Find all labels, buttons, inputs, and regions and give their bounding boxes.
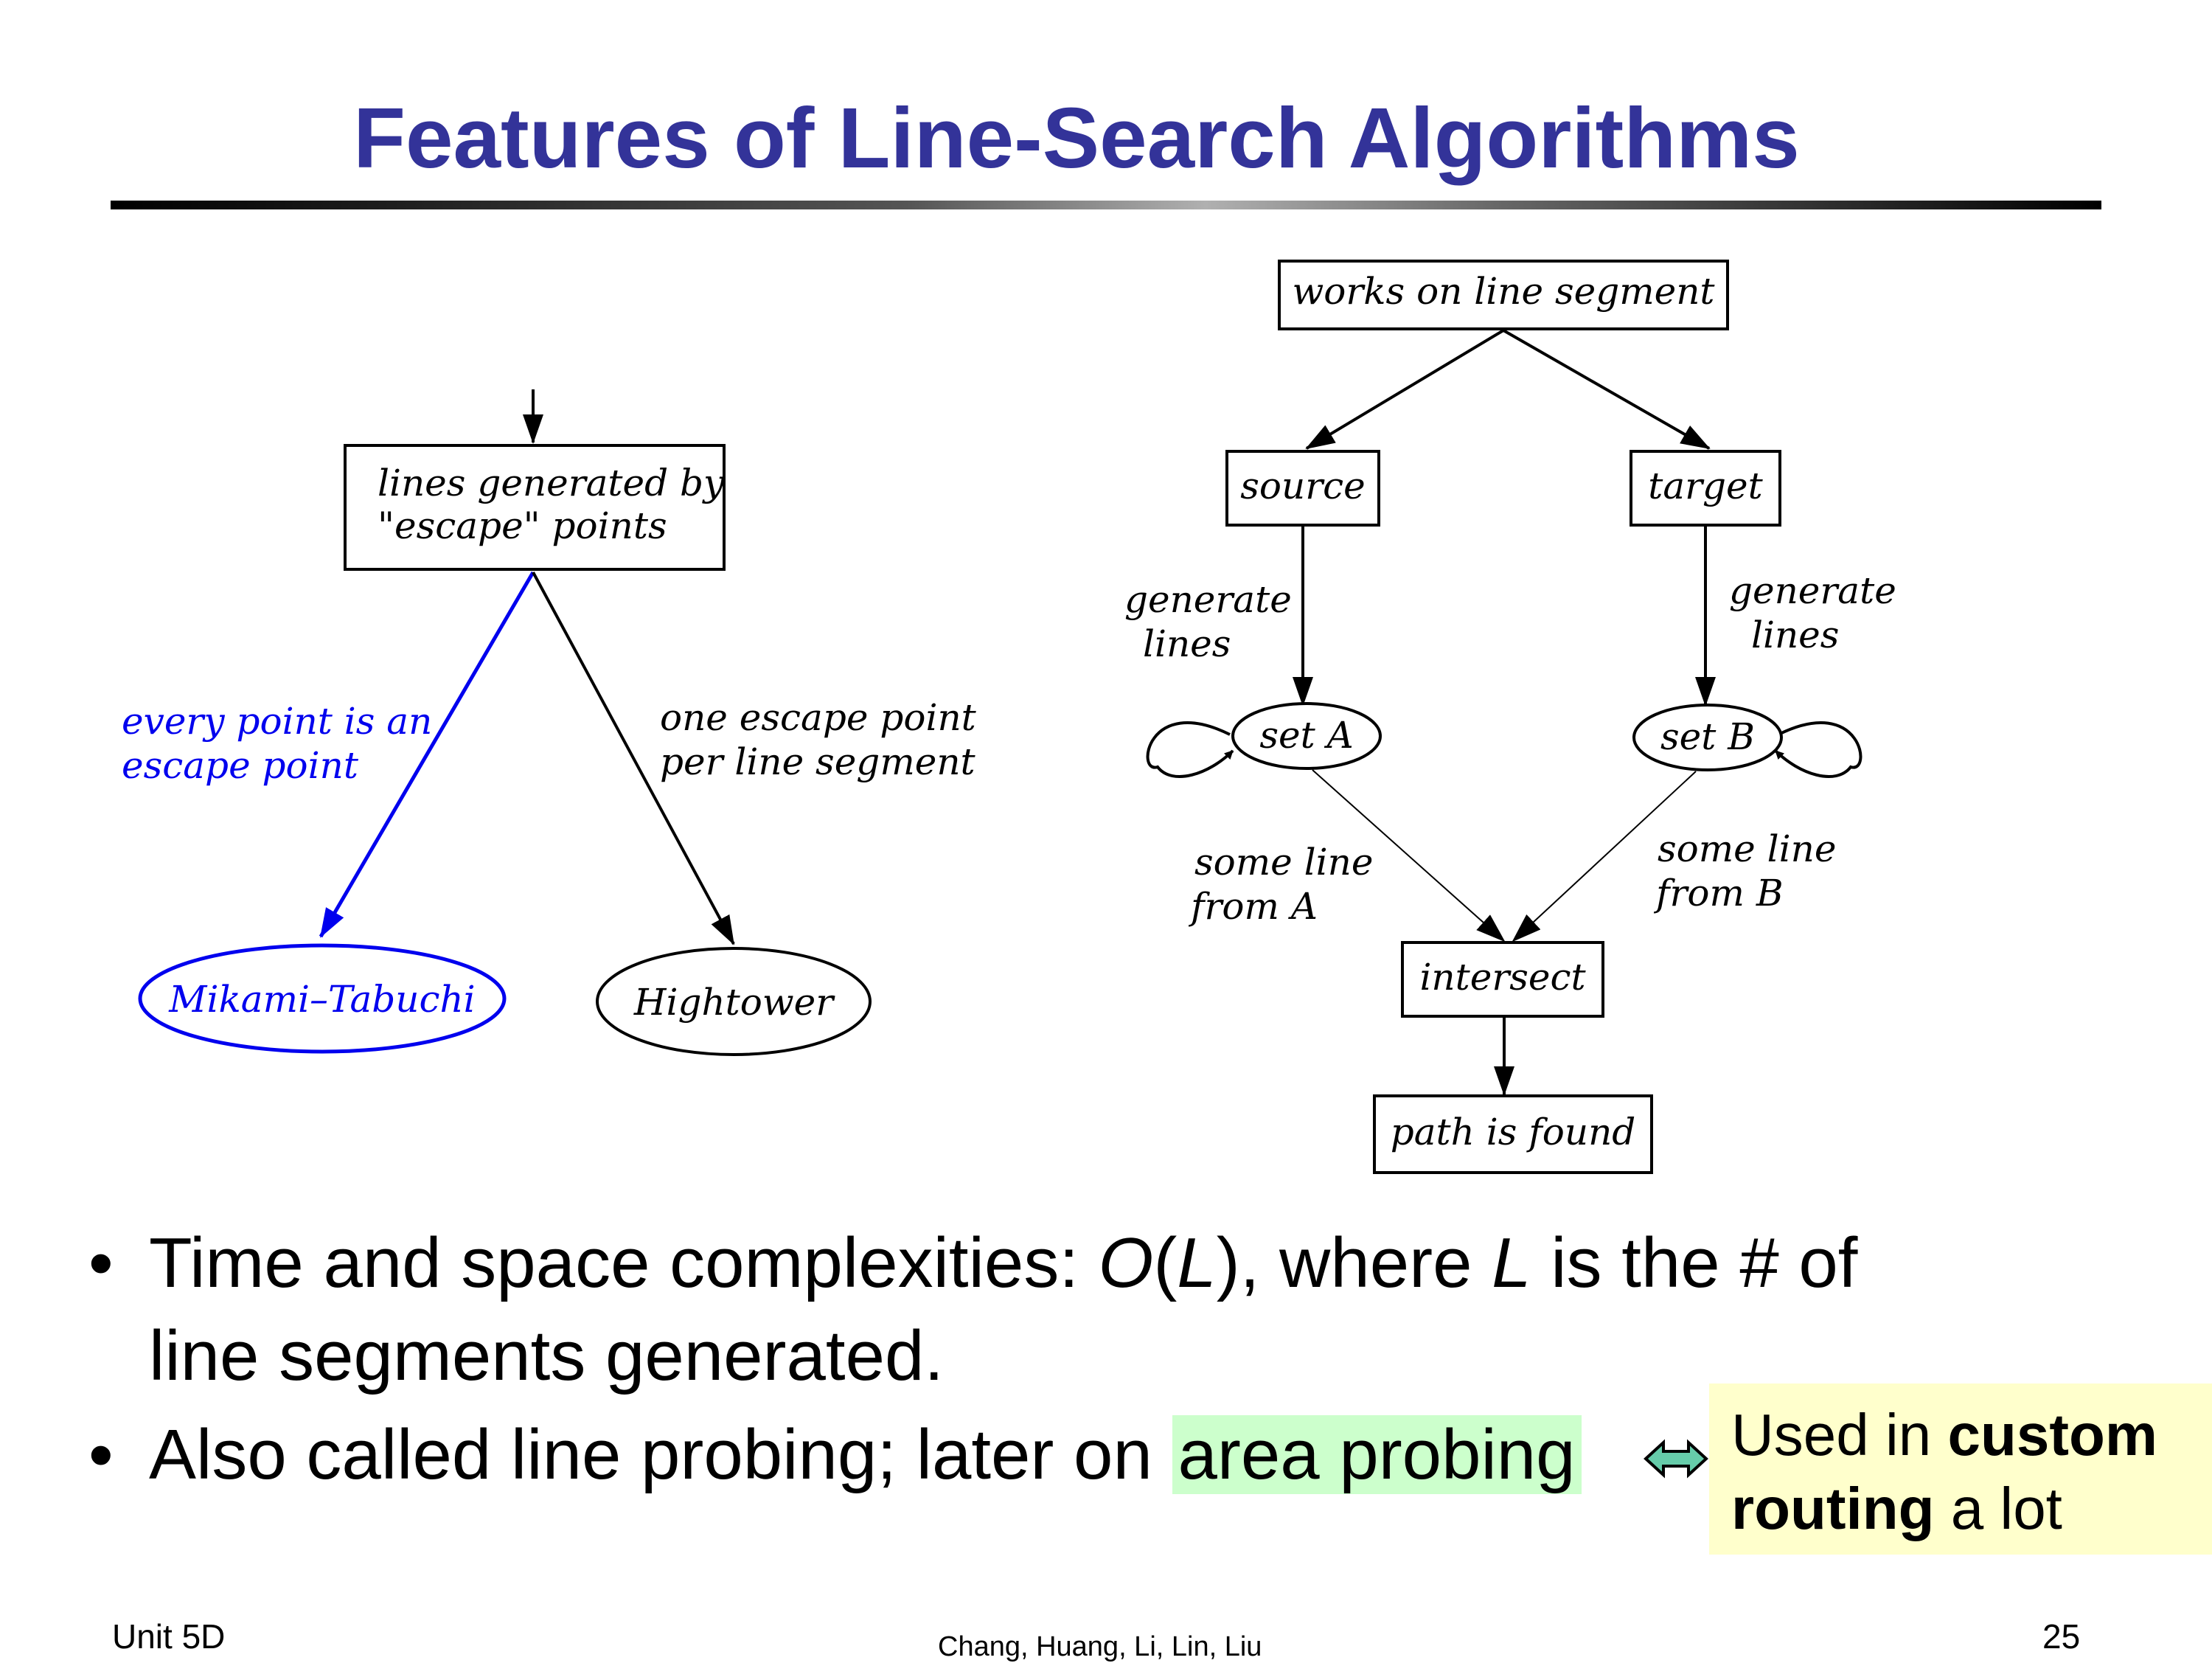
- generate-left-2: lines: [1143, 622, 1231, 665]
- edge-to-mikami: [319, 571, 535, 938]
- complexity-text-4: line segments generated.: [149, 1316, 945, 1395]
- footer-unit: Unit 5D: [112, 1617, 226, 1656]
- right-diagram: works on line segment source target gene…: [1124, 260, 1896, 1174]
- setB-self-loop: [1774, 721, 1863, 778]
- var-l-2: L: [1492, 1223, 1531, 1302]
- callout-bold-2: routing: [1731, 1476, 1935, 1541]
- custom-routing-callout: Used in custom routing a lot: [1709, 1383, 2212, 1555]
- setA-node: [1231, 702, 1382, 770]
- title-divider: [111, 201, 2101, 209]
- double-arrow-icon: [1644, 1439, 1708, 1479]
- path-found-box: [1373, 1094, 1653, 1174]
- every-point-label-2: escape point: [122, 744, 359, 787]
- line-segment-label: works on line segment: [1292, 270, 1715, 313]
- escape-points-box: [344, 444, 726, 571]
- setB-label: set B: [1660, 715, 1755, 758]
- hightower-node: [596, 947, 872, 1056]
- bullet-complexity: • Time and space complexities: O(L), whe…: [81, 1217, 1969, 1403]
- area-probing-highlight: area probing: [1172, 1415, 1582, 1494]
- target-box: [1630, 450, 1781, 527]
- source-box: [1225, 450, 1380, 527]
- one-escape-label-1: one escape point: [660, 696, 977, 739]
- bullet-list: • Time and space complexities: O(L), whe…: [81, 1217, 1969, 1507]
- generate-right-2: lines: [1751, 614, 1839, 656]
- complexity-text-2: ), where: [1216, 1223, 1492, 1302]
- left-diagram: lines generated by "escape" points every…: [122, 389, 977, 1056]
- setA-self-loop: [1146, 721, 1234, 778]
- escape-points-label-2: "escape" points: [378, 504, 667, 547]
- edge-to-hightower: [532, 572, 735, 945]
- callout-bold-1: custom: [1947, 1402, 2157, 1468]
- complexity-text-3: is the # of: [1531, 1223, 1858, 1302]
- callout-text-1: Used in: [1731, 1402, 1948, 1468]
- footer-page-number: 25: [2042, 1617, 2081, 1656]
- bullet-probing: • Also called line probing; later on are…: [81, 1409, 1969, 1501]
- generate-right-1: generate: [1729, 569, 1896, 612]
- line-segment-box: [1278, 260, 1729, 330]
- edge-to-target: [1503, 329, 1711, 450]
- generate-left-1: generate: [1124, 578, 1292, 621]
- from-b-label-1: some line: [1658, 827, 1836, 870]
- mikami-tabuchi-label: Mikami–Tabuchi: [168, 978, 475, 1021]
- intersect-label: intersect: [1419, 956, 1586, 999]
- var-l-1: L: [1177, 1223, 1217, 1302]
- every-point-label-1: every point is an: [122, 700, 432, 743]
- target-label: target: [1648, 465, 1763, 507]
- from-b-label-2: from B: [1653, 872, 1784, 914]
- callout-text-2: a lot: [1934, 1476, 2062, 1541]
- footer-authors: Chang, Huang, Li, Lin, Liu: [938, 1631, 1262, 1662]
- big-o: O: [1098, 1223, 1154, 1302]
- slide-title: Features of Line-Search Algorithms: [353, 90, 1800, 186]
- from-a-label-1: some line: [1194, 841, 1373, 883]
- bullet-dot-icon: •: [88, 1415, 114, 1494]
- bullet-dot-icon: •: [88, 1223, 114, 1302]
- path-found-label: path is found: [1391, 1111, 1636, 1153]
- hightower-label: Hightower: [633, 981, 835, 1024]
- edge-to-source: [1305, 329, 1505, 450]
- source-label: source: [1240, 465, 1365, 507]
- complexity-text-1: Time and space complexities:: [149, 1223, 1099, 1302]
- intersect-box: [1401, 941, 1604, 1018]
- probing-text: Also called line probing; later on: [149, 1415, 1172, 1494]
- setA-label: set A: [1259, 714, 1353, 757]
- paren-open: (: [1153, 1223, 1178, 1302]
- one-escape-label-2: per line segment: [660, 740, 976, 783]
- edge-setB-to-intersect: [1512, 771, 1697, 942]
- edge-setA-to-intersect: [1312, 769, 1506, 942]
- escape-points-label-1: lines generated by: [378, 462, 725, 504]
- setB-node: [1632, 704, 1783, 771]
- from-a-label-2: from A: [1188, 885, 1318, 928]
- mikami-tabuchi-node: [138, 943, 507, 1054]
